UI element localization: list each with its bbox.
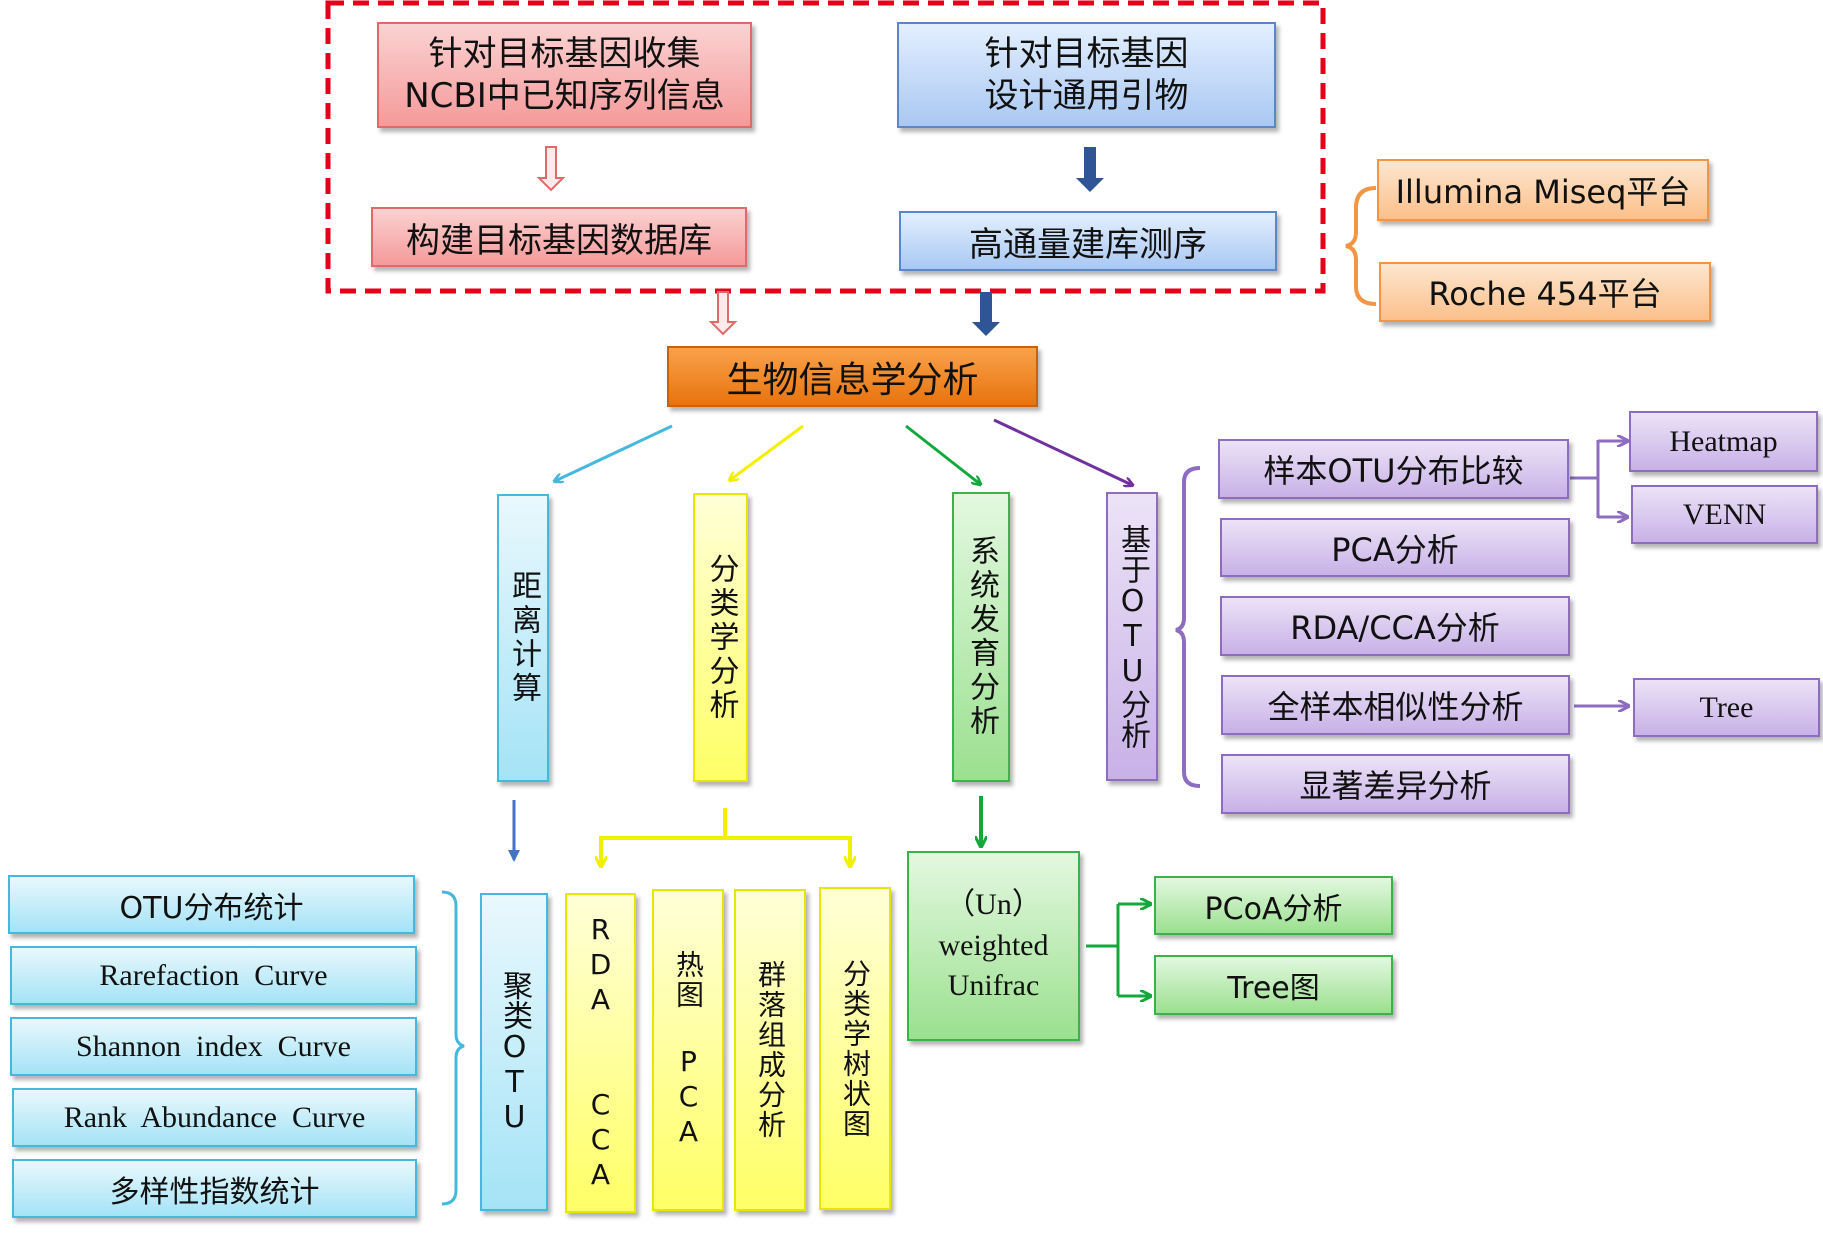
otu-item-pca: PCA分析 (1220, 518, 1570, 577)
taxonomy-item-rda-cca: RDA CCA (565, 893, 636, 1213)
taxonomy-item-rda-cca-label: RDA CCA (584, 913, 617, 1193)
design-primers-box: 针对目标基因 设计通用引物 (897, 22, 1276, 128)
tree-figure-box: Tree图 (1154, 955, 1393, 1015)
otu-item-rda: RDA/CCA分析 (1220, 596, 1570, 656)
heatmap-box: Heatmap (1629, 411, 1818, 472)
platform-illumina: Illumina Miseq平台 (1377, 159, 1709, 221)
cluster-otu-box: 聚类OTU (480, 893, 548, 1211)
taxonomy-item-heatmap-pca-label: 热图 PCA (672, 950, 705, 1150)
distance-item-shannon: Shannon index Curve (10, 1017, 417, 1076)
distance-item-diversity: 多样性指数统计 (12, 1159, 417, 1218)
pcoa-box: PCoA分析 (1154, 876, 1393, 935)
blue-arrow-2 (972, 292, 1000, 336)
distance-brace (441, 890, 465, 1206)
arrow-phylo (905, 424, 980, 484)
phylo-label: 系统发育分析 (964, 535, 999, 739)
otu-item-similarity: 全样本相似性分析 (1221, 675, 1570, 735)
arrow-otu (993, 418, 1132, 485)
arrow-distance (555, 424, 673, 481)
distance-box: 距离计算 (497, 494, 549, 782)
venn-box: VENN (1631, 485, 1818, 544)
bioinformatics-box: 生物信息学分析 (667, 346, 1038, 407)
cluster-otu-label: 聚类OTU (497, 969, 532, 1135)
taxonomy-item-tree-label: 分类学树状图 (839, 958, 872, 1139)
hts-box: 高通量建库测序 (899, 211, 1277, 271)
taxonomy-label: 分类学分析 (703, 552, 739, 723)
otu-label: 基于OTU分析 (1115, 524, 1150, 749)
otu-brace (1175, 466, 1201, 788)
platform-brace (1345, 186, 1377, 306)
arrow-taxonomy (730, 424, 804, 480)
unifrac-box: （Un） weighted Unifrac (907, 851, 1080, 1041)
distance-item-rarefaction: Rarefaction Curve (10, 946, 417, 1005)
taxonomy-item-community-label: 群落组成分析 (754, 960, 787, 1140)
taxonomy-item-tree: 分类学树状图 (819, 887, 891, 1210)
distance-label: 距离计算 (506, 570, 541, 706)
tree-box: Tree (1633, 678, 1820, 737)
otu-item-significance: 显著差异分析 (1221, 754, 1570, 814)
taxonomy-box: 分类学分析 (693, 493, 748, 782)
otu-box: 基于OTU分析 (1106, 492, 1158, 781)
platform-roche: Roche 454平台 (1379, 262, 1711, 322)
phylo-box: 系统发育分析 (952, 492, 1010, 782)
red-arrow-2 (708, 291, 738, 336)
distance-item-rank-abundance: Rank Abundance Curve (12, 1088, 417, 1147)
taxonomy-item-heatmap-pca: 热图 PCA (652, 889, 724, 1211)
build-db-box: 构建目标基因数据库 (371, 207, 747, 267)
collect-ncbi-box: 针对目标基因收集 NCBI中已知序列信息 (377, 22, 752, 128)
distance-item-otu-stats: OTU分布统计 (8, 875, 415, 934)
otu-item-compare: 样本OTU分布比较 (1218, 439, 1569, 499)
taxonomy-item-community: 群落组成分析 (734, 889, 806, 1211)
blue-arrow-1 (1076, 147, 1104, 192)
red-arrow-1 (536, 146, 566, 192)
dashed-frame (325, 0, 1326, 294)
